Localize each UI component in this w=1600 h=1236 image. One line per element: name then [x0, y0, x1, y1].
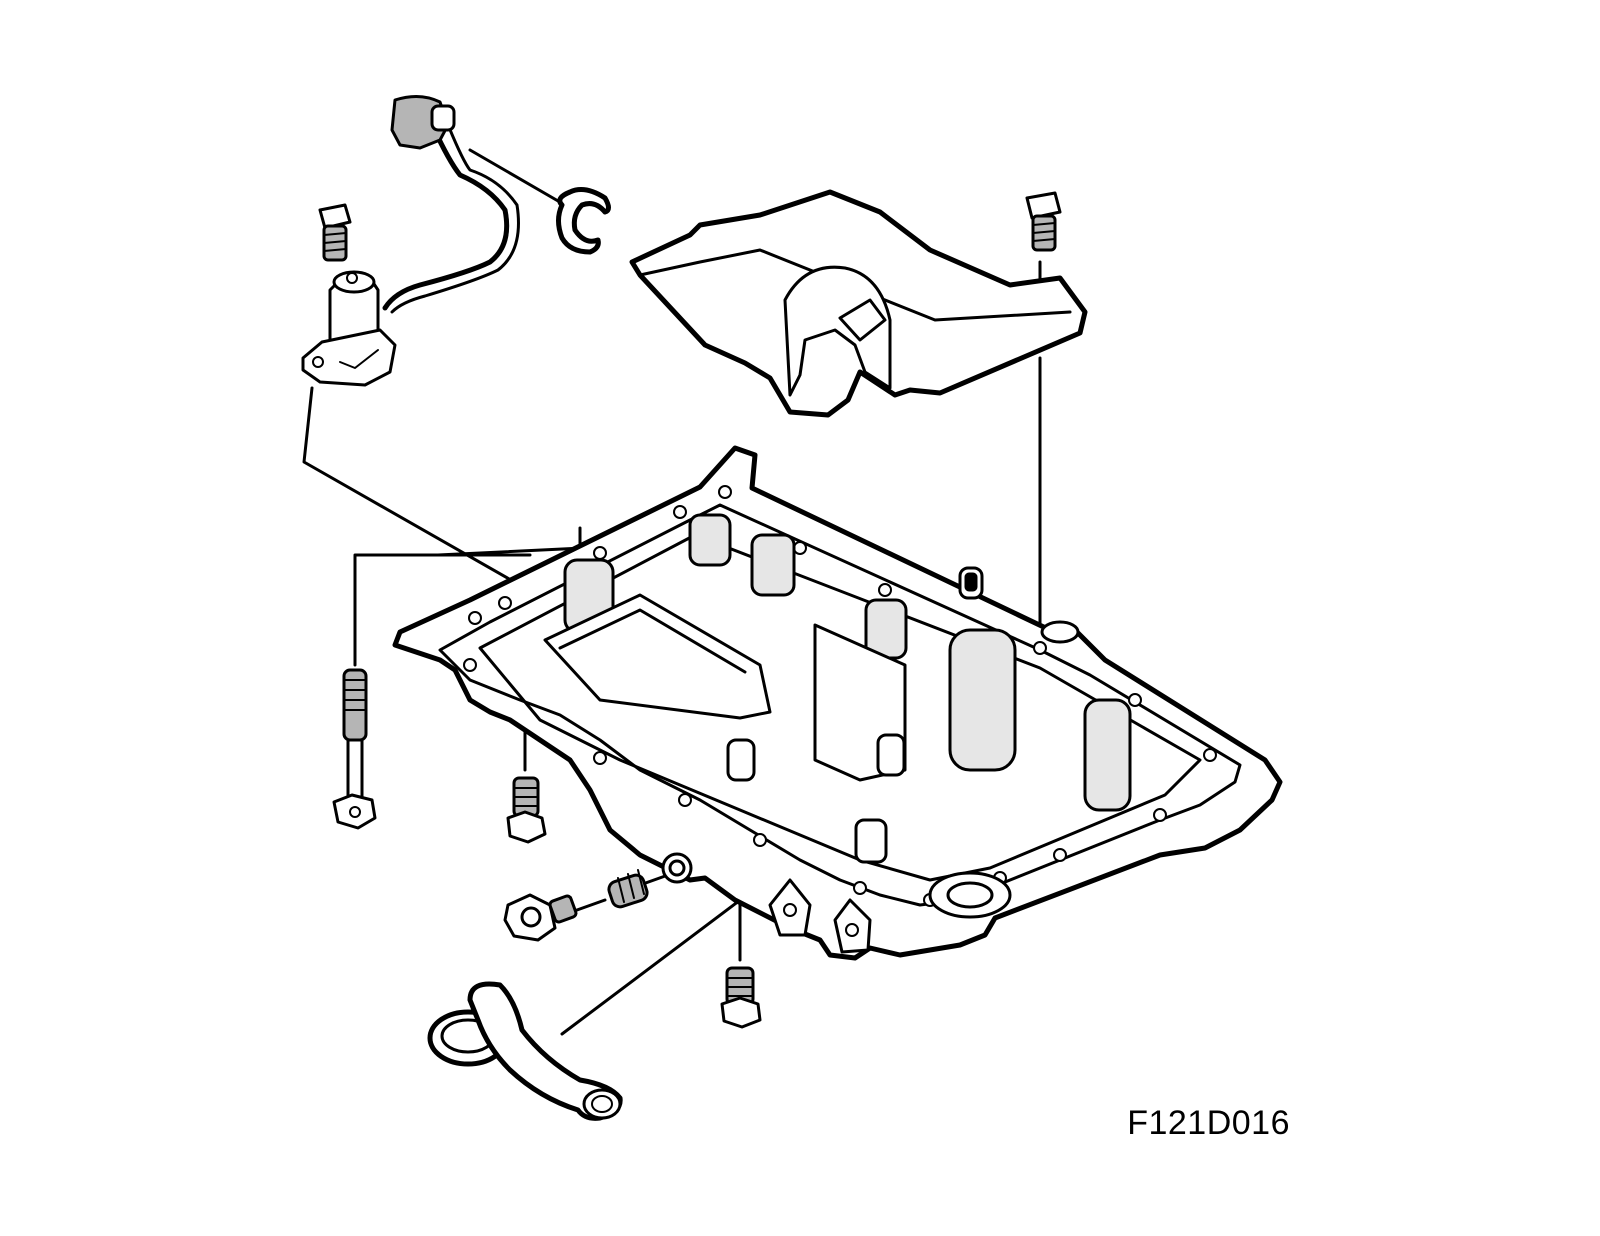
- drain-plug: [503, 893, 578, 942]
- pan-bolt-bottom: [720, 966, 762, 1029]
- figure-code-label: F121D016: [1127, 1104, 1290, 1142]
- oil-pan: [392, 445, 1283, 961]
- locating-sleeve: [958, 566, 984, 600]
- pan-bolt-short: [506, 776, 547, 844]
- cover-bolt: [1025, 191, 1062, 252]
- oil-pickup-tube: [427, 981, 623, 1121]
- baffle-cover-plate: [629, 189, 1088, 418]
- drain-plug-insert: [607, 869, 649, 909]
- sensor-bolt: [318, 203, 352, 262]
- pan-bolt-long: [332, 668, 377, 830]
- retaining-clip: [556, 187, 611, 255]
- oil-level-sensor: [301, 95, 520, 387]
